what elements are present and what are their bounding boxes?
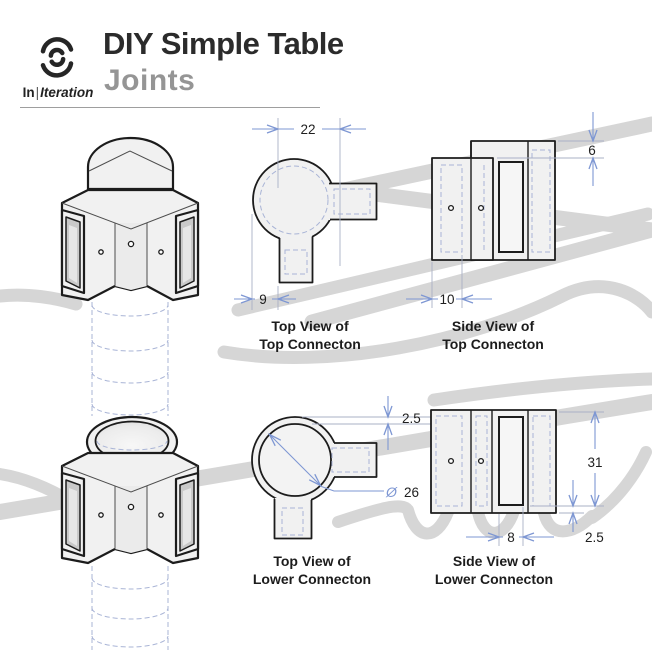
hidden-leg-cylinder-upper [91, 302, 169, 416]
dim-wall-thickness: 2.5 [402, 411, 421, 426]
isometric-lower-connector [60, 415, 200, 565]
label-top-view-top-2: Top Connecton [259, 336, 361, 352]
label-top-view-lower-1: Top View of [273, 553, 351, 569]
top-view-lower-connector: Ø 26 2.5 Top View of Lower Connecton [251, 396, 432, 587]
dim-side-offset: 10 [439, 292, 454, 307]
brand-part1: In [22, 85, 35, 100]
label-side-view-top-2: Top Connecton [442, 336, 544, 352]
label-side-view-lower-1: Side View of [453, 553, 536, 569]
page-subtitle: Joints [104, 64, 196, 97]
hidden-leg-cylinder-lower [91, 566, 169, 650]
brand-part2: Iteration [40, 85, 94, 100]
label-side-view-lower-2: Lower Connecton [435, 571, 553, 587]
dim-body-height: 31 [587, 455, 602, 470]
top-view-top-connector: 22 9 Top View of Top Connecton [234, 118, 378, 352]
dim-top-width: 22 [300, 122, 315, 137]
label-top-view-lower-2: Lower Connecton [253, 571, 371, 587]
brand-wordmark: In|Iteration [10, 85, 106, 100]
label-side-view-top-1: Side View of [452, 318, 535, 334]
dim-side-cap-height: 6 [588, 143, 596, 158]
side-view-lower-connector: 31 2.5 8 Side View of Lower Connecton [430, 409, 604, 587]
label-top-view-top-1: Top View of [271, 318, 349, 334]
dome-cap [86, 136, 175, 191]
dim-base-wall: 2.5 [585, 530, 604, 545]
dim-diameter-value: 26 [404, 485, 419, 500]
page-title: DIY Simple Table [103, 26, 344, 61]
isometric-top-connector [60, 136, 200, 302]
dim-top-offset: 9 [259, 292, 267, 307]
dim-diameter-symbol: Ø [385, 484, 398, 500]
header-divider [20, 107, 320, 108]
brand-swirl-icon [40, 37, 74, 78]
dim-slot-width: 8 [507, 530, 515, 545]
side-view-top-connector: 6 10 Side View of Top Connecton [406, 112, 604, 352]
brand-separator: | [35, 85, 40, 100]
